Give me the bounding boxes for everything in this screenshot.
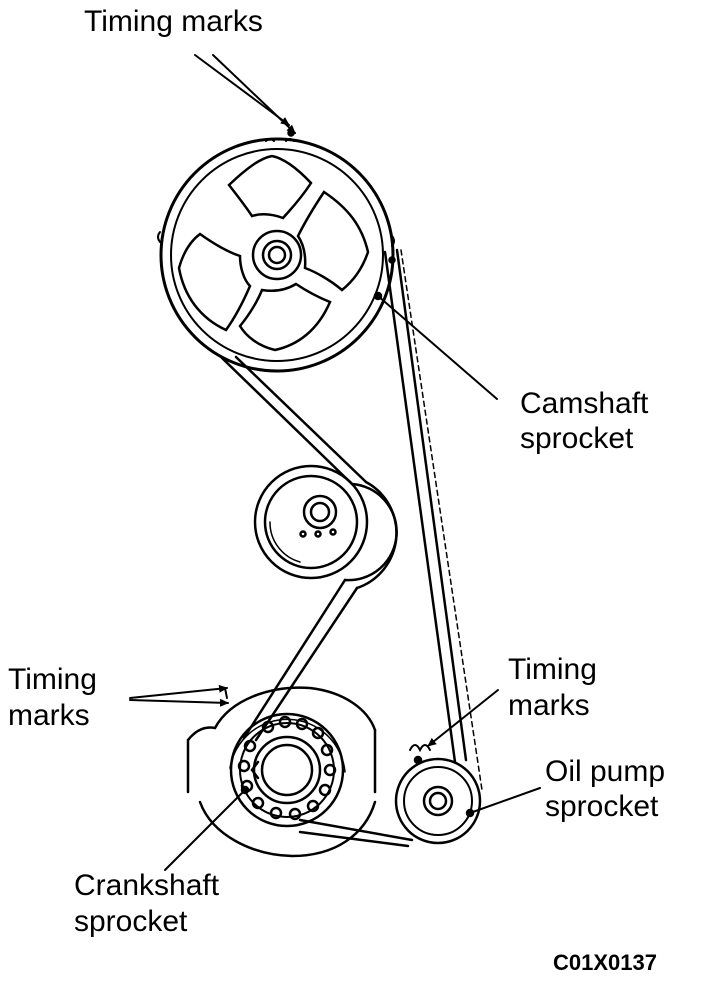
timing-marks-top-label: Timing marks [84,5,263,38]
camshaft-label-line2: sprocket [520,422,634,455]
timing-marks-right-line2: marks [508,689,590,722]
timing-belt [220,248,483,848]
camshaft-leader-dot [373,291,383,301]
oil-pump-sprocket [394,744,482,845]
crankshaft-leader-dot [240,785,250,795]
timing-marks-right-line1: Timing [508,653,597,686]
timing-marks-left-line2: marks [8,699,90,732]
tensioner-pulley [253,464,369,580]
timing-marks-left-line1: Timing [8,663,97,696]
oil-pump-label-line2: sprocket [545,790,659,823]
crankshaft-sprocket [186,686,377,858]
figure-code: C01X0137 [553,950,657,975]
oil-pump-label-line1: Oil pump [545,755,666,788]
crankshaft-label-line2: sprocket [74,905,188,938]
oil-pump-leader-dot [465,808,475,818]
crankshaft-label-line1: Crankshaft [74,869,220,902]
leader-lines [129,54,541,871]
camshaft-sprocket [157,129,396,373]
camshaft-label-line1: Camshaft [520,387,649,420]
